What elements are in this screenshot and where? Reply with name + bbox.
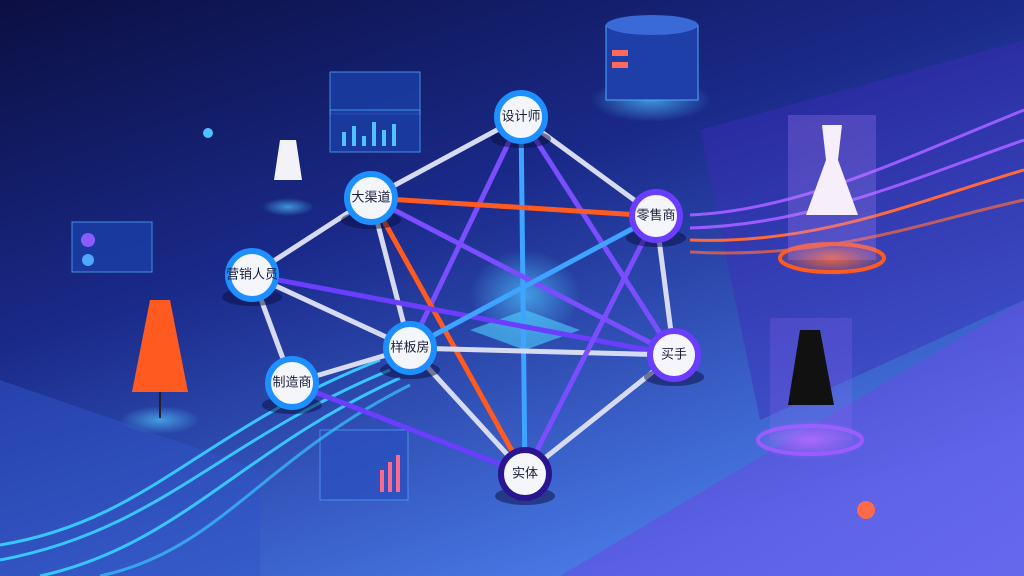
node-manufacturer[interactable]: 制造商 xyxy=(262,356,322,414)
node-designer[interactable]: 设计师 xyxy=(491,90,551,148)
node-showroom[interactable]: 样板房 xyxy=(380,321,440,379)
decor-dot xyxy=(203,128,213,138)
edge-channel-retailer xyxy=(368,195,659,219)
network-nodes: 设计师大渠道零售商营销人员样板房买手制造商实体 xyxy=(222,90,704,505)
mannequin-orange-coat xyxy=(120,300,200,434)
node-circle[interactable] xyxy=(494,90,548,144)
edge-designer-channel xyxy=(368,114,524,201)
node-circle[interactable] xyxy=(647,328,701,382)
node-marketing[interactable]: 营销人员 xyxy=(222,248,282,306)
node-label: 零售商 xyxy=(636,208,675,224)
node-circle[interactable] xyxy=(383,321,437,375)
server-cylinder xyxy=(591,15,711,122)
floor-plane xyxy=(700,40,1024,420)
node-label: 买手 xyxy=(661,348,687,363)
network-edges xyxy=(249,114,677,477)
node-retailer[interactable]: 零售商 xyxy=(626,189,686,247)
edge-marketing-buyer xyxy=(249,272,677,358)
mannequin-black-suit xyxy=(752,318,868,460)
mannequin-white-dress xyxy=(776,115,888,276)
edge-showroom-retailer xyxy=(407,213,659,351)
node-channel[interactable]: 大渠道 xyxy=(341,171,401,229)
edge-marketing-showroom xyxy=(249,272,413,351)
node-circle[interactable] xyxy=(225,248,279,302)
edge-manufacturer-entity xyxy=(289,380,528,477)
profile-panel xyxy=(71,221,153,273)
node-circle[interactable] xyxy=(498,447,552,501)
node-label: 制造商 xyxy=(272,376,311,391)
edge-designer-entity xyxy=(518,114,528,477)
mannequin-white-coat xyxy=(262,140,314,216)
edge-designer-buyer xyxy=(518,114,677,358)
node-label: 营销人员 xyxy=(226,268,278,283)
edge-channel-buyer xyxy=(368,195,677,358)
node-label: 设计师 xyxy=(501,110,540,125)
node-label: 实体 xyxy=(512,467,538,482)
node-buyer[interactable]: 买手 xyxy=(644,328,704,386)
decor-dot xyxy=(857,501,875,519)
node-circle[interactable] xyxy=(344,171,398,225)
node-circle[interactable] xyxy=(265,356,319,410)
edge-showroom-buyer xyxy=(407,345,677,358)
node-circle[interactable] xyxy=(629,189,683,243)
node-entity[interactable]: 实体 xyxy=(495,447,555,505)
node-label: 大渠道 xyxy=(351,191,390,206)
edge-retailer-entity xyxy=(522,213,659,477)
chart-panel xyxy=(319,429,409,501)
dashboard-panel xyxy=(329,71,421,153)
edge-channel-entity xyxy=(368,195,528,477)
node-label: 样板房 xyxy=(390,340,429,356)
